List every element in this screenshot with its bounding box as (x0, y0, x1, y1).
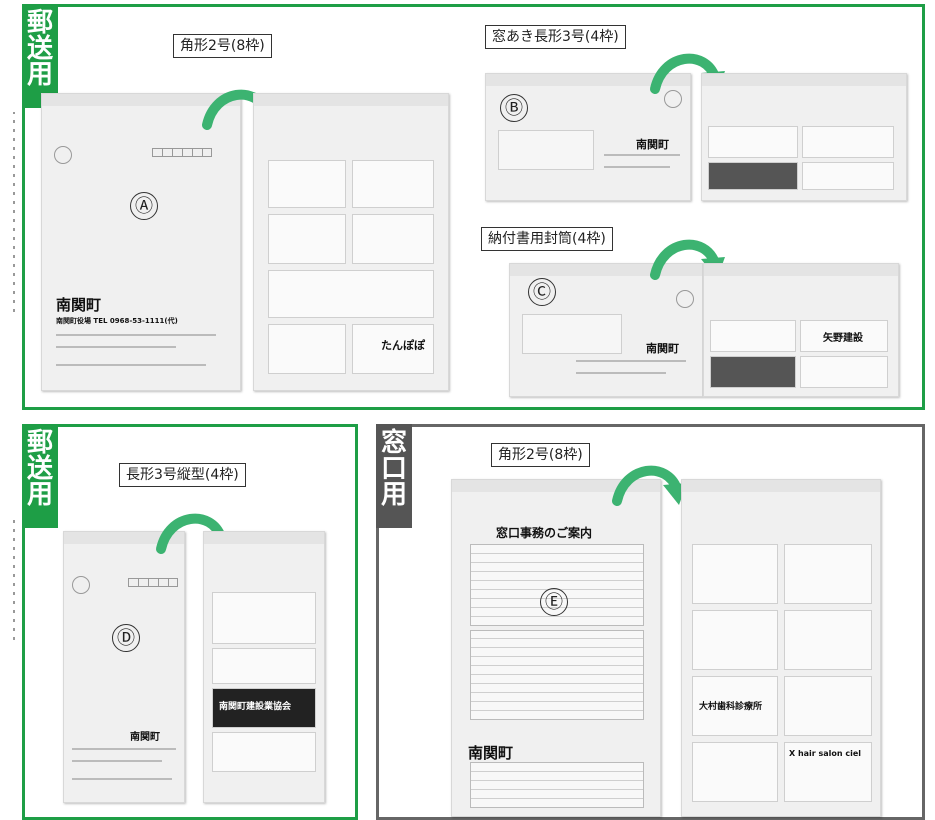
envelope-a-back: たんぽぽ (253, 93, 449, 391)
ad-slot (802, 162, 894, 190)
panel-counter: 窓 口 用 角形2号(8枠) 窓口事務のご案内 Ⓔ 南関町 大村歯科診療所 X … (376, 424, 925, 820)
postmark-icon (664, 90, 682, 108)
ad-slot (710, 356, 796, 388)
envelope-b-front: Ⓑ 南関町 (485, 73, 691, 201)
ad-slot-tanpopo: たんぽぽ (352, 324, 434, 374)
postmark-icon (72, 576, 90, 594)
tag-mail-top: 郵 送 用 (22, 4, 58, 108)
ad-slot (268, 324, 346, 374)
town-office-info: 南関町役場 TEL 0968-53-1111(代) (56, 317, 178, 325)
town-logo: 南関町 (646, 342, 679, 355)
address-window (498, 130, 594, 170)
envelope-flap (254, 94, 448, 106)
postmark-icon (676, 290, 694, 308)
ad-slot (212, 648, 316, 684)
ad-slot-omura: 大村歯科診療所 (692, 676, 778, 736)
ad-slot (212, 592, 316, 644)
label-envelope-c: 納付書用封筒(4枠) (481, 227, 613, 251)
envelope-b-back (701, 73, 907, 201)
hours-table (470, 630, 644, 720)
ad-slot (352, 160, 434, 208)
address-window (522, 314, 622, 354)
town-logo: 南関町 (130, 732, 160, 743)
panel-mail-bottom: 郵 送 用 長形3号縦型(4枠) Ⓓ 南関町 南関町建設業協会 (22, 424, 358, 820)
address-line (72, 778, 172, 780)
ad-slot (784, 544, 872, 604)
ad-slot (784, 676, 872, 736)
address-line (576, 360, 686, 362)
ad-slot (784, 610, 872, 670)
ad-slot-wide (268, 270, 434, 318)
ad-slot (692, 742, 778, 802)
ad-slot (708, 162, 798, 190)
label-envelope-e: 角形2号(8枠) (491, 443, 590, 467)
address-line (72, 748, 176, 750)
envelope-flap (42, 94, 240, 106)
ad-slot (692, 610, 778, 670)
ad-slot (212, 732, 316, 772)
envelope-flap (486, 74, 690, 86)
envelope-d-front: Ⓓ 南関町 (63, 531, 185, 803)
envelope-c-front: Ⓒ 南関町 (509, 263, 703, 397)
ad-slot (268, 214, 346, 264)
panel-mail-top: 郵 送 用 角形2号(8枠) Ⓐ 南関町 南関町役場 TEL 0968-53-1… (22, 4, 925, 410)
address-line (576, 372, 666, 374)
envelope-e-front: 窓口事務のご案内 Ⓔ 南関町 (451, 479, 661, 817)
label-envelope-a: 角形2号(8枠) (173, 34, 272, 58)
envelope-c-back: 矢野建設 (703, 263, 899, 397)
zip-code-boxes (152, 148, 212, 157)
ad-slot (268, 160, 346, 208)
envelope-flap (704, 264, 898, 276)
marker-c: Ⓒ (528, 278, 556, 306)
town-logo: 南関町 (468, 744, 514, 762)
label-envelope-b: 窓あき長形3号(4枠) (485, 25, 626, 49)
ad-slot-kensetsu: 南関町建設業協会 (212, 688, 316, 728)
ad-slot (692, 544, 778, 604)
town-logo: 南関町 (56, 296, 102, 314)
ad-slot (800, 356, 888, 388)
address-line (604, 154, 680, 156)
town-logo: 南関町 (636, 138, 669, 151)
marker-b: Ⓑ (500, 94, 528, 122)
ad-slot (802, 126, 894, 158)
tag-mail-bottom: 郵 送 用 (22, 424, 58, 528)
envelope-flap (702, 74, 906, 86)
envelope-flap (452, 480, 660, 492)
address-line (56, 334, 216, 336)
marker-e: Ⓔ (540, 588, 568, 616)
marker-d: Ⓓ (112, 624, 140, 652)
flip-arrow-icon (612, 465, 687, 506)
address-line (72, 760, 162, 762)
postmark-icon (54, 146, 72, 164)
label-envelope-d: 長形3号縦型(4枠) (119, 463, 246, 487)
address-line (604, 166, 670, 168)
ad-slot (352, 214, 434, 264)
envelope-d-back: 南関町建設業協会 (203, 531, 325, 803)
ad-slot (708, 126, 798, 158)
margin-text-decoration (13, 112, 15, 312)
envelope-e-back: 大村歯科診療所 X hair salon ciel (681, 479, 881, 817)
envelope-flap (682, 480, 880, 492)
tag-counter: 窓 口 用 (376, 424, 412, 528)
address-line (56, 364, 206, 366)
zip-code-boxes (128, 578, 178, 587)
margin-text-decoration (13, 520, 15, 640)
envelope-flap (64, 532, 184, 544)
ad-slot-hair: X hair salon ciel (784, 742, 872, 802)
contact-table (470, 762, 644, 808)
counter-guide-title: 窓口事務のご案内 (496, 526, 593, 540)
marker-a: Ⓐ (130, 192, 158, 220)
address-line (56, 346, 176, 348)
envelope-flap (204, 532, 324, 544)
envelope-a-front: Ⓐ 南関町 南関町役場 TEL 0968-53-1111(代) (41, 93, 241, 391)
ad-slot (710, 320, 796, 352)
ad-slot-yano: 矢野建設 (800, 320, 888, 352)
